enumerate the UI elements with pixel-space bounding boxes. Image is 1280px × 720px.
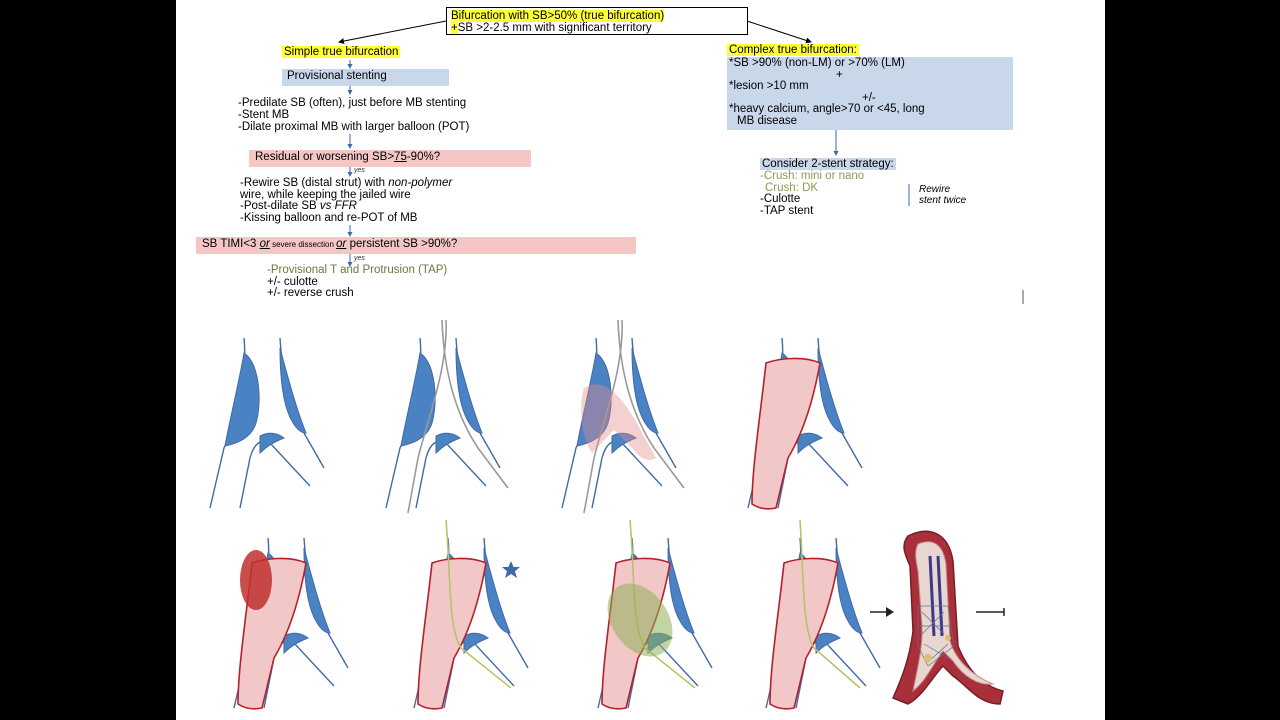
step-list-1: -Predilate SB (often), just before MB st… (238, 97, 469, 133)
step-stent-mb: -Stent MB (238, 109, 290, 121)
header-line-1: Bifurcation with SB>50% (true bifurcatio… (451, 10, 665, 22)
panel-1 (209, 337, 325, 509)
criteria-sb: *SB >90% (non-LM) or >70% (LM) (729, 57, 905, 69)
two-stent-options: -Crush: mini or nano Crush: DK -Culotte … (760, 170, 865, 217)
timi-text-a: SB TIMI<3 (202, 238, 260, 250)
final-options: -Provisional T and Protrusion (TAP) +/- … (267, 264, 448, 300)
criteria-plus: + (836, 68, 843, 81)
timi-or-2: or (336, 238, 347, 250)
postdilate-vs: vs FFR (319, 200, 357, 212)
panel-8 (765, 519, 881, 710)
criteria-mb: MB disease (737, 114, 798, 127)
residual-text-b: -90%? (406, 151, 441, 163)
provisional-stenting-box: Provisional stenting (282, 69, 449, 86)
right-bar-icon (976, 608, 1005, 616)
rewire-text: -Rewire SB (distal strut) with (240, 177, 389, 189)
consider-2-stent-title: Consider 2-stent strategy: (760, 158, 896, 170)
step-pot: -Dilate proximal MB with larger balloon … (238, 121, 470, 133)
step-predilate: -Predilate SB (often), just before MB st… (238, 97, 467, 109)
yes-label-2: yes (354, 255, 365, 262)
residual-text-a: Residual or worsening SB> (255, 151, 395, 163)
bifurcation-header-box: Bifurcation with SB>50% (true bifurcatio… (446, 7, 748, 35)
rewire-note: Rewire stent twice (919, 184, 966, 206)
simple-bifurcation-title: Simple true bifurcation (282, 46, 401, 58)
panel-5 (233, 537, 349, 710)
criteria-plusminus: +/- (862, 91, 876, 104)
residual-sb-box: Residual or worsening SB>75-90%? (249, 150, 531, 167)
rewire-text-b: wire, while keeping the jailed wire (240, 188, 411, 201)
timi-or-1: or (259, 238, 270, 250)
step-list-2: -Rewire SB (distal strut) with non-polym… (240, 177, 453, 224)
flow-arrows (338, 20, 1024, 304)
reverse-crush-option: +/- reverse crush (267, 287, 354, 299)
panel-2 (385, 319, 509, 514)
criteria-calcium: *heavy calcium, angle>70 or <45, long (729, 103, 925, 115)
criteria-lesion: *lesion >10 mm (729, 80, 809, 92)
panel-4 (747, 337, 863, 510)
arrow-head-icon (886, 607, 894, 617)
residual-75: 75 (394, 151, 407, 163)
culotte-2-option: -Culotte (760, 193, 801, 205)
green-wire (445, 519, 512, 689)
crush-mini-option: -Crush: mini or nano (760, 170, 865, 182)
crush-dk-option: Crush: DK (765, 181, 819, 194)
sb-balloon (607, 583, 673, 657)
postdilate-text: -Post-dilate SB (240, 200, 320, 212)
rewire-note-1: Rewire (919, 184, 951, 195)
complex-bifurcation-title: Complex true bifurcation: (727, 44, 859, 56)
tap-stent-option: -TAP stent (760, 204, 814, 217)
rewire-italic: non-polymer (388, 177, 453, 189)
rewire-note-2: stent twice (919, 195, 967, 206)
timi-text-b: persistent SB >90%? (346, 238, 458, 250)
star-icon (502, 561, 520, 578)
header-line-2: SB >2-2.5 mm with significant territory (457, 22, 652, 34)
tap-option: -Provisional T and Protrusion (TAP) (267, 264, 448, 276)
artery-cutaway-illustration (891, 530, 1004, 705)
timi-box: SB TIMI<3 or severe dissection or persis… (196, 237, 636, 254)
complex-criteria-box: *SB >90% (non-LM) or >70% (LM) + *lesion… (727, 57, 1013, 130)
slide: Bifurcation with SB>50% (true bifurcatio… (176, 0, 1105, 720)
predilation-balloon (581, 384, 656, 461)
bifurcation-illustrations (209, 319, 1005, 710)
pot-balloon (240, 550, 272, 610)
culotte-option: +/- culotte (267, 275, 318, 288)
yes-label-1: yes (354, 167, 365, 174)
panel-3 (561, 319, 685, 514)
timi-small: severe dissection (269, 240, 337, 249)
header-plus: + (451, 22, 458, 34)
kissing-text: -Kissing balloon and re-POT of MB (240, 211, 418, 224)
panel-7 (597, 519, 713, 710)
panel-6 (413, 519, 529, 710)
